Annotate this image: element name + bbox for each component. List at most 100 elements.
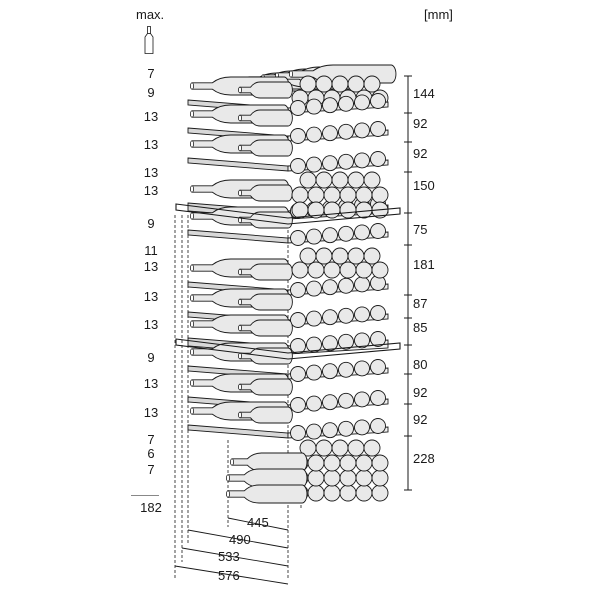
bottle-end	[338, 420, 354, 437]
bottle-end	[355, 201, 373, 219]
depth-label-445: 445	[247, 515, 269, 530]
bottle-end	[355, 469, 373, 487]
bottle-count-row-12: 9	[147, 350, 155, 365]
height-scale	[404, 75, 412, 491]
shelf-height-7: 87	[413, 296, 428, 311]
bottle-end	[290, 158, 306, 174]
bottle-count-row-9: 13	[143, 259, 159, 274]
bottle-end	[322, 309, 338, 326]
bottle-end	[370, 151, 386, 167]
shelf-height-12: 228	[413, 451, 435, 466]
bottle-end	[339, 186, 357, 204]
bottle-end	[290, 282, 306, 298]
bottle-end	[363, 439, 381, 457]
unit-header: [mm]	[424, 7, 453, 22]
bottle-end	[363, 75, 381, 93]
bottle-count-row-14: 13	[143, 405, 159, 420]
bottle-end	[306, 336, 322, 353]
bottle-end	[355, 454, 373, 472]
bottle-end	[323, 186, 341, 204]
bottle-end	[306, 423, 322, 440]
bottle-end	[338, 333, 354, 350]
bottle-end	[322, 335, 338, 352]
shelf-height-1: 144	[413, 86, 435, 101]
bottle-end	[355, 186, 373, 204]
bottle-side	[237, 81, 293, 99]
bottle-end	[322, 125, 338, 142]
bottle-end	[354, 332, 370, 349]
bottle-end	[290, 338, 306, 354]
shelf-height-8: 85	[413, 320, 428, 335]
bottle-end	[307, 261, 325, 279]
bottle-end	[371, 186, 389, 204]
bottle-end	[290, 397, 306, 413]
bottle-end	[306, 395, 322, 412]
bottle-end	[331, 75, 349, 93]
bottle-count-row-3: 13	[143, 109, 159, 124]
bottle-end	[290, 128, 306, 144]
bottle-end	[370, 390, 386, 406]
bottle-icon	[144, 26, 154, 54]
bottle-end	[370, 121, 386, 137]
bottle-end	[363, 171, 381, 189]
bottle-end	[331, 247, 349, 265]
bottle-end	[370, 331, 386, 347]
frame-shelf-lower	[175, 338, 401, 360]
bottle-end	[315, 75, 333, 93]
bottle-end	[338, 392, 354, 409]
bottle-side	[237, 184, 293, 202]
bottle-end	[370, 359, 386, 375]
bottle-side	[225, 468, 308, 488]
bottle-side	[237, 109, 293, 127]
bottle-end	[338, 153, 354, 170]
bottle-end	[322, 394, 338, 411]
bottle-end	[354, 152, 370, 169]
bottle-end	[355, 484, 373, 502]
bottle-count-row-11: 13	[143, 317, 159, 332]
bottle-end	[354, 360, 370, 377]
bottle-end	[370, 223, 386, 239]
bottle-end	[354, 391, 370, 408]
bottle-end	[323, 484, 341, 502]
bottle-count-row-7: 9	[147, 216, 155, 231]
bottle-end	[354, 94, 370, 111]
bottle-end	[315, 247, 333, 265]
bottle-end	[291, 261, 309, 279]
shelf-height-3: 92	[413, 146, 428, 161]
bottle-end	[370, 305, 386, 321]
bottle-count-row-15: 7	[147, 432, 155, 447]
bottle-end	[370, 93, 386, 109]
bottle-end	[363, 247, 381, 265]
bottle-end	[306, 156, 322, 173]
shelf-height-5: 75	[413, 222, 428, 237]
bottle-end	[347, 75, 365, 93]
depth-label-533: 533	[218, 549, 240, 564]
bottle-end	[322, 97, 338, 114]
bottle-end	[290, 230, 306, 246]
max-header: max.	[136, 7, 165, 22]
bottle-end	[290, 425, 306, 441]
bottle-end	[371, 469, 389, 487]
bottle-side	[229, 452, 308, 472]
depth-label-490: 490	[229, 532, 251, 547]
bottle-end	[306, 126, 322, 143]
bottle-end	[371, 454, 389, 472]
bottle-end	[371, 261, 389, 279]
bottle-count-row-2: 9	[147, 85, 155, 100]
bottle-end	[323, 454, 341, 472]
bottle-end	[338, 225, 354, 242]
bottle-end	[306, 98, 322, 115]
bottle-count-row-8: 11	[144, 243, 158, 258]
bottle-count-row-16: 6	[147, 446, 155, 461]
bottle-end	[307, 454, 325, 472]
bottle-end	[322, 363, 338, 380]
bottle-end	[315, 171, 333, 189]
bottle-end	[307, 469, 325, 487]
bottle-end	[354, 276, 370, 293]
bottle-end	[339, 261, 357, 279]
bottle-end	[339, 201, 357, 219]
bottle-end	[338, 361, 354, 378]
bottle-end	[291, 186, 309, 204]
bottle-end	[322, 227, 338, 244]
